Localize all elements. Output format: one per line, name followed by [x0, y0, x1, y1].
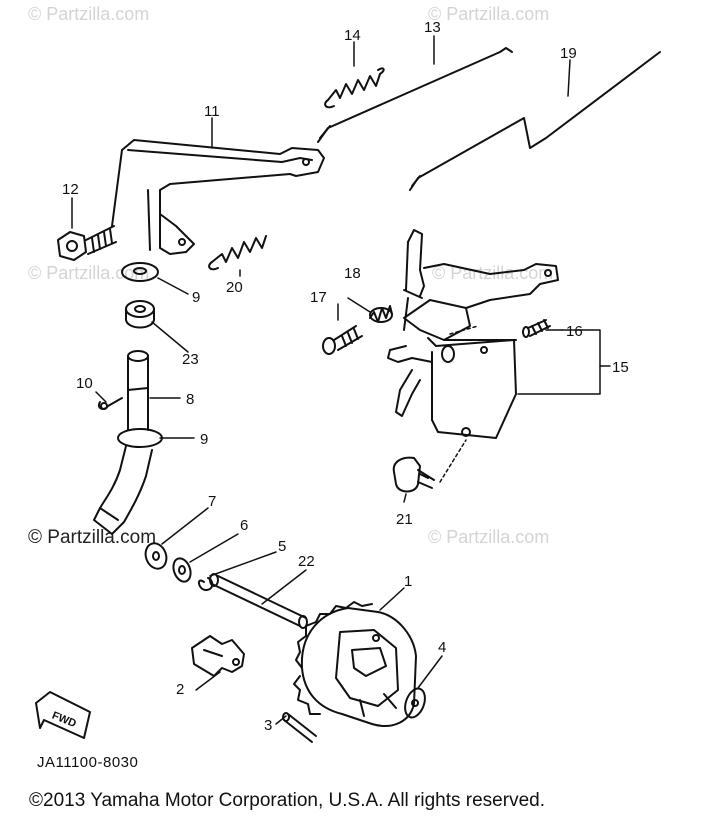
callout-9-bottom: 9: [200, 431, 208, 448]
part-7-washer: [144, 542, 168, 570]
callout-3: 3: [264, 717, 272, 734]
part-6-washer: [172, 557, 192, 583]
callouts: 1 2 3 4 5 6 7 8 9 9 10 11 12 13 14 15 16…: [62, 19, 629, 734]
part-16-screw: [522, 319, 551, 338]
watermark-top-right: © Partzilla.com: [428, 4, 550, 24]
part-12-nut: [57, 225, 117, 261]
callout-11: 11: [204, 103, 220, 120]
part-13-rod: [317, 47, 513, 143]
watermark-mid-left: © Partzilla.com: [28, 263, 150, 283]
callout-18: 18: [344, 265, 361, 282]
callout-9-top: 9: [192, 289, 200, 306]
callout-20: 20: [226, 279, 243, 296]
callout-19: 19: [560, 45, 577, 62]
callout-5: 5: [278, 538, 286, 555]
part-5-clip: [198, 577, 214, 591]
part-2-lever: [191, 635, 245, 677]
part-17-bolt: [322, 325, 363, 355]
part-3-pin: [282, 712, 317, 743]
callout-17: 17: [310, 289, 327, 306]
callout-22: 22: [298, 553, 315, 570]
callout-14: 14: [344, 27, 361, 44]
part-1-governor-gear: [293, 601, 417, 727]
callout-21: 21: [396, 511, 413, 528]
part-20-spring: [208, 235, 267, 271]
callout-16: 16: [566, 323, 583, 340]
part-15-bracket-assembly: [387, 229, 559, 439]
watermark-center-left: © Partzilla.com: [28, 527, 157, 548]
callout-13: 13: [424, 19, 441, 36]
callout-6: 6: [240, 517, 248, 534]
part-8-shaft: [93, 350, 163, 535]
diagram-code: JA11100-8030: [37, 754, 139, 771]
part-22-shaft: [209, 573, 308, 629]
callout-15: 15: [612, 359, 629, 376]
part-11-bracket: [111, 139, 325, 255]
leader-lines: [71, 35, 611, 725]
callout-10: 10: [76, 375, 93, 392]
part-14-spring: [324, 67, 385, 109]
part-23-bushing: [125, 300, 155, 329]
callout-4: 4: [438, 639, 446, 656]
callout-8: 8: [186, 391, 194, 408]
part-4-washer: [404, 687, 426, 719]
watermark-top-left: © Partzilla.com: [28, 4, 150, 24]
part-18-spring: [369, 305, 393, 323]
callout-7: 7: [208, 493, 216, 510]
part-9-washer-top: [121, 262, 159, 282]
part-21-knob: [392, 456, 435, 493]
watermark-center-right: © Partzilla.com: [428, 527, 550, 547]
part-19-rod: [409, 51, 661, 191]
fwd-arrow-icon: FWD: [35, 691, 91, 739]
copyright-notice: ©2013 Yamaha Motor Corporation, U.S.A. A…: [29, 790, 545, 811]
callout-12: 12: [62, 181, 79, 198]
callout-1: 1: [404, 573, 412, 590]
callout-2: 2: [176, 681, 184, 698]
part-10-pin: [98, 397, 123, 410]
callout-23: 23: [182, 351, 199, 368]
